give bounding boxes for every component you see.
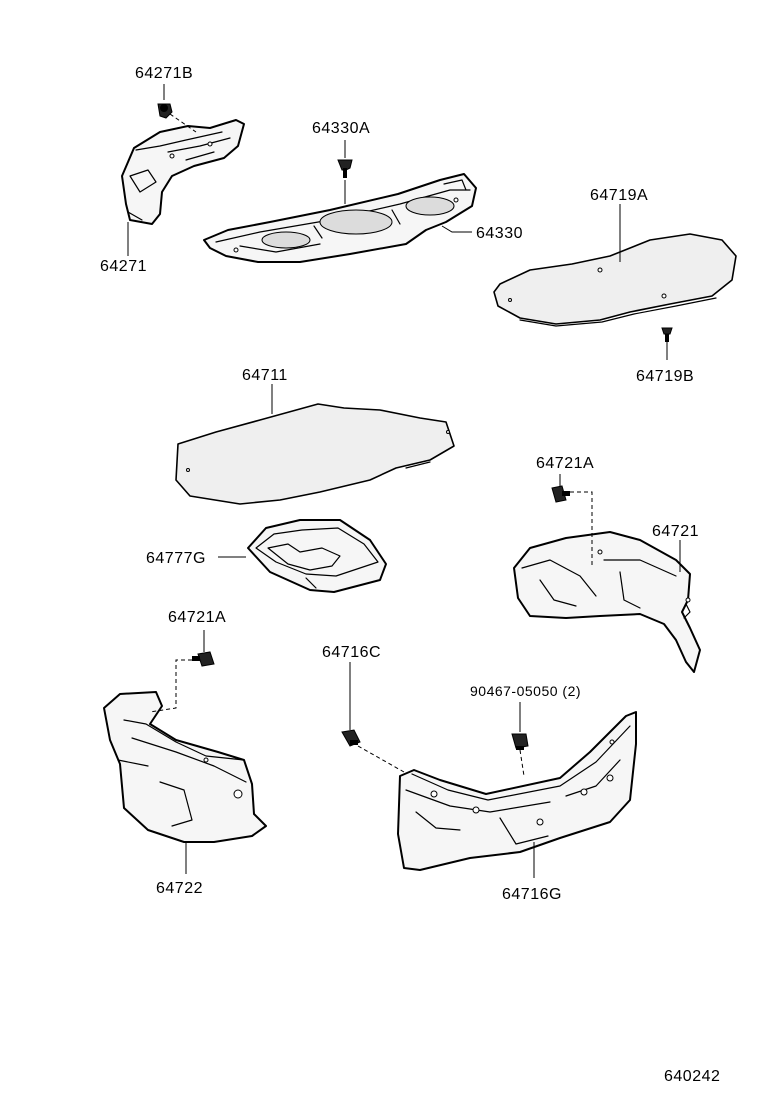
leader-64271B-dash (169, 113, 197, 133)
part-64716G-rear-panel[interactable] (397, 711, 637, 871)
leader-64721A-right-dash (570, 491, 593, 568)
label-64711: 64711 (242, 367, 288, 384)
part-64722-left-trim[interactable] (103, 691, 267, 843)
leader-64721A-left-dash (149, 659, 192, 713)
label-90467-05050: 90467-05050 (2) (470, 683, 581, 699)
label-64721A-left: 64721A (168, 609, 226, 626)
label-64721: 64721 (652, 523, 699, 540)
fastener-64716C[interactable] (341, 729, 361, 747)
label-64719A: 64719A (590, 187, 648, 204)
leader-64330 (441, 225, 472, 233)
part-64777G-tray[interactable] (247, 519, 387, 593)
leader-64716C-dash (357, 745, 405, 773)
label-64777G: 64777G (146, 550, 206, 567)
part-64330-package-tray[interactable] (203, 173, 477, 263)
fastener-64721A-right[interactable] (551, 485, 570, 503)
label-64721A-right: 64721A (536, 455, 594, 472)
label-64330A: 64330A (312, 120, 370, 137)
label-64719B: 64719B (636, 368, 694, 385)
part-64271-side-trim[interactable] (121, 119, 245, 225)
label-64271B: 64271B (135, 65, 193, 82)
label-64716G: 64716G (502, 886, 562, 903)
label-64716C: 64716C (322, 644, 381, 661)
figure-number: 640242 (664, 1068, 720, 1085)
label-64722: 64722 (156, 880, 203, 897)
fastener-64271B[interactable] (157, 103, 173, 119)
part-64721-right-trim[interactable] (513, 531, 701, 673)
part-64711-floor-mat[interactable] (175, 403, 455, 505)
label-64271: 64271 (100, 258, 147, 275)
fastener-64719B[interactable] (661, 327, 673, 342)
fastener-64330A[interactable] (337, 159, 353, 178)
label-64330: 64330 (476, 225, 523, 242)
fastener-90467-05050[interactable] (511, 733, 529, 750)
fastener-64721A-left[interactable] (192, 651, 215, 667)
leader-90467-dash (519, 749, 525, 777)
part-64719A-mat[interactable] (493, 233, 737, 327)
